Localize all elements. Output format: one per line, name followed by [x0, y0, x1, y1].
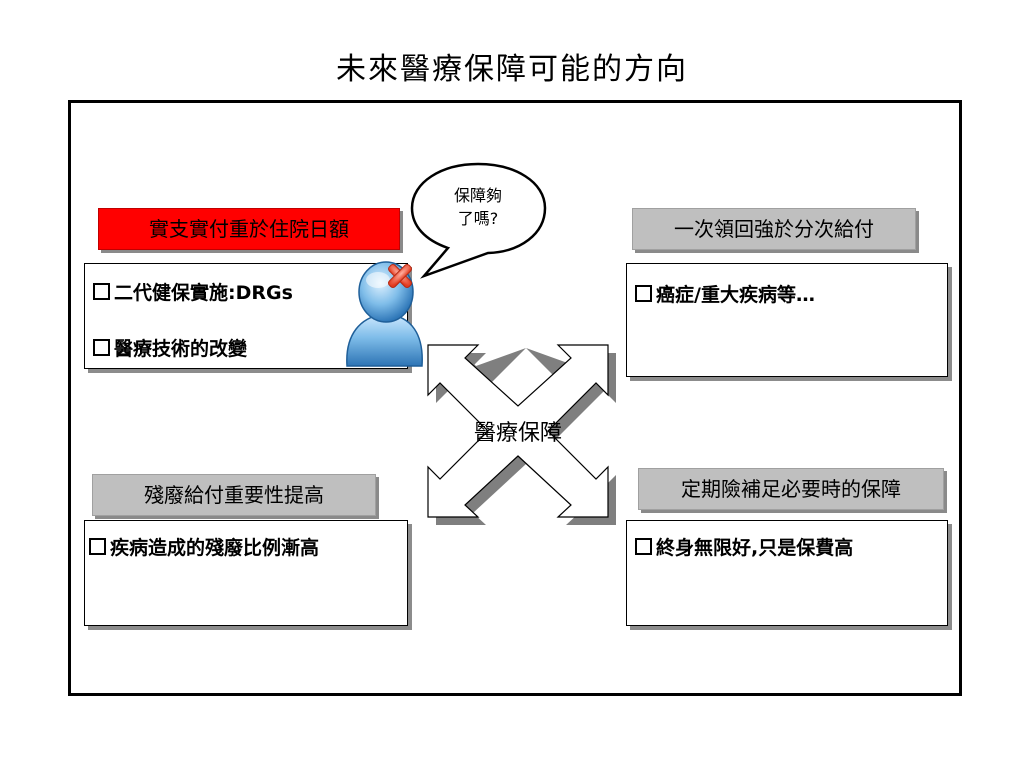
checkbox-icon [93, 339, 110, 356]
header-bottom-right-label: 定期險補足必要時的保障 [681, 477, 901, 501]
four-way-arrow-icon [427, 344, 609, 518]
list-item-label: 二代健保實施:DRGs [114, 282, 293, 304]
list-item: 二代健保實施:DRGs [85, 278, 293, 305]
header-top-left-label: 實支實付重於住院日額 [149, 217, 349, 241]
header-top-right: 一次領回強於分次給付 [632, 208, 916, 250]
bubble-text-line1: 保障夠 [454, 186, 502, 205]
box-bottom-left: 疾病造成的殘廢比例漸高 [84, 520, 408, 626]
list-item-label: 終身無限好,只是保費高 [656, 537, 854, 559]
box-bottom-right: 終身無限好,只是保費高 [626, 520, 948, 626]
red-x-icon [388, 264, 412, 288]
checkbox-icon [635, 285, 652, 302]
checkbox-icon [89, 538, 106, 555]
list-item-label: 醫療技術的改變 [114, 338, 248, 360]
checkbox-icon [635, 538, 652, 555]
list-item: 癌症/重大疾病等… [627, 280, 815, 307]
list-item: 疾病造成的殘廢比例漸高 [85, 533, 319, 560]
box-top-right: 癌症/重大疾病等… [626, 263, 948, 377]
header-top-right-label: 一次領回強於分次給付 [674, 217, 874, 241]
header-bottom-right: 定期險補足必要時的保障 [638, 468, 944, 510]
list-item-label: 癌症/重大疾病等… [656, 284, 815, 306]
center-label: 醫療保障 [474, 421, 562, 446]
checkbox-icon [93, 283, 110, 300]
speech-bubble-icon [410, 162, 547, 279]
box-top-left: 二代健保實施:DRGs 醫療技術的改變 [84, 263, 408, 369]
page-title: 未來醫療保障可能的方向 [336, 52, 688, 87]
header-top-left: 實支實付重於住院日額 [98, 208, 400, 250]
bubble-text-line2: 了嗎? [458, 209, 499, 228]
header-bottom-left: 殘廢給付重要性提高 [92, 474, 376, 516]
header-bottom-left-label: 殘廢給付重要性提高 [144, 483, 324, 507]
diagram-frame [68, 100, 962, 696]
list-item-label: 疾病造成的殘廢比例漸高 [110, 537, 320, 559]
list-item: 醫療技術的改變 [85, 334, 247, 361]
user-icon [346, 261, 423, 367]
list-item: 終身無限好,只是保費高 [627, 533, 853, 560]
